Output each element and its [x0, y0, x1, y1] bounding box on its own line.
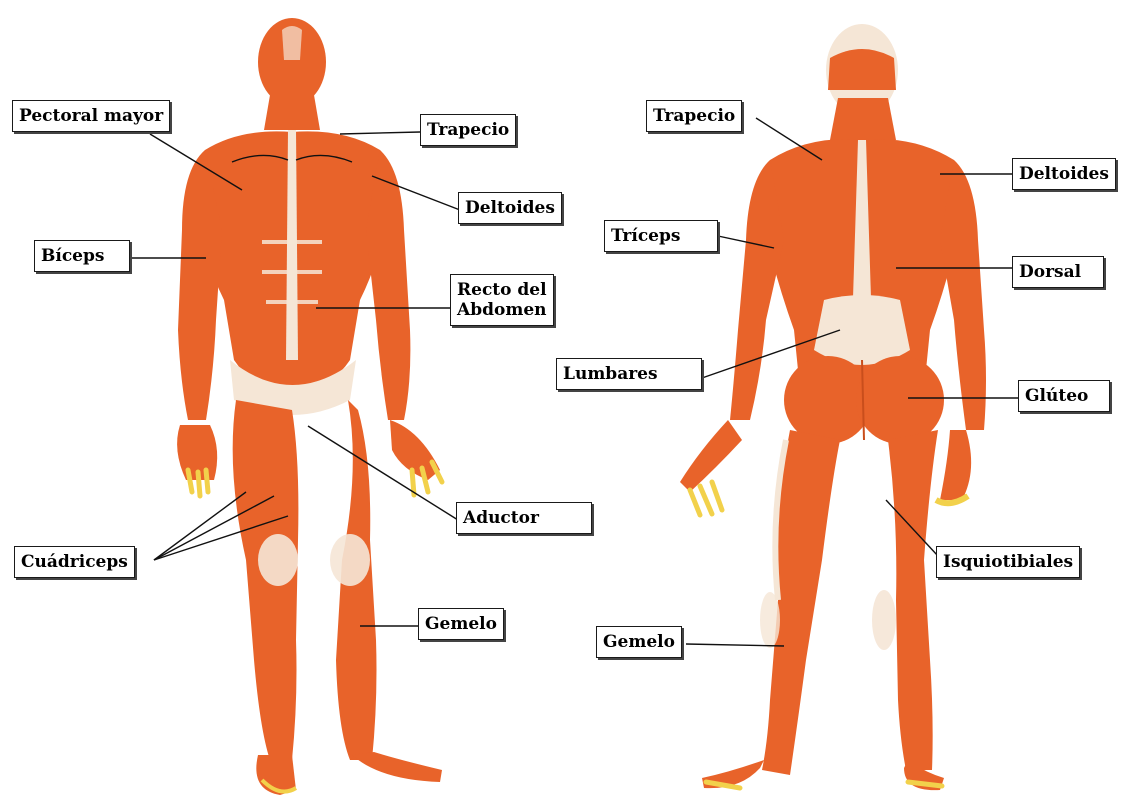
- label-dorsal: Dorsal: [1012, 256, 1104, 288]
- label-gemelo-front: Gemelo: [418, 608, 504, 640]
- label-cuadriceps: Cuádriceps: [14, 546, 135, 578]
- label-trapecio-front: Trapecio: [420, 114, 516, 146]
- label-pectoral-mayor: Pectoral mayor: [12, 100, 170, 132]
- label-biceps: Bíceps: [34, 240, 130, 272]
- label-gemelo-back: Gemelo: [596, 626, 682, 658]
- label-lumbares: Lumbares: [556, 358, 702, 390]
- back-figure: [680, 24, 986, 790]
- label-isquiotibiales: Isquiotibiales: [936, 546, 1080, 578]
- label-triceps: Tríceps: [604, 220, 718, 252]
- label-aductor: Aductor: [456, 502, 592, 534]
- label-gluteo: Glúteo: [1018, 380, 1110, 412]
- label-trapecio-back: Trapecio: [646, 100, 742, 132]
- front-figure: [177, 18, 442, 795]
- label-deltoides-front: Deltoides: [458, 192, 562, 224]
- label-deltoides-back: Deltoides: [1012, 158, 1116, 190]
- label-recto-abdomen: Recto del Abdomen: [450, 274, 554, 326]
